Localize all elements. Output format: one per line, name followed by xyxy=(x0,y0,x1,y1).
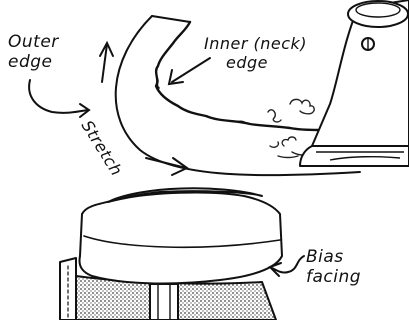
bias-strip xyxy=(114,15,361,177)
bias-facing-arrow xyxy=(268,255,305,277)
outer-edge-arrow xyxy=(28,79,91,118)
inner-edge-label-line1: Inner (neck) xyxy=(204,34,308,53)
inner-edge-label-line2: edge xyxy=(226,53,268,72)
garment-placket xyxy=(149,283,179,320)
collar-top-fold xyxy=(107,187,263,203)
bias-facing-label-line1: Bias xyxy=(306,247,344,267)
garment-side xyxy=(59,257,77,320)
iron-soleplate xyxy=(299,145,409,167)
strip-outer-edge xyxy=(114,15,361,177)
inner-edge-arrow xyxy=(167,57,211,86)
inner-edge-label: Inner (neck) edge xyxy=(204,34,307,72)
outer-edge-label: Outer edge xyxy=(8,32,59,72)
iron-knob xyxy=(347,0,409,28)
strip-end xyxy=(151,15,191,23)
collar-band xyxy=(78,191,283,285)
outer-edge-label-line2: edge xyxy=(8,52,53,72)
outer-edge-label-line1: Outer xyxy=(8,32,59,52)
bias-facing-label: Bias facing xyxy=(306,247,361,287)
stretch-arrow xyxy=(99,40,189,176)
strip-inner-edge xyxy=(154,20,320,132)
garment xyxy=(59,187,283,320)
bias-facing-label-line2: facing xyxy=(306,267,362,287)
iron xyxy=(299,0,409,167)
